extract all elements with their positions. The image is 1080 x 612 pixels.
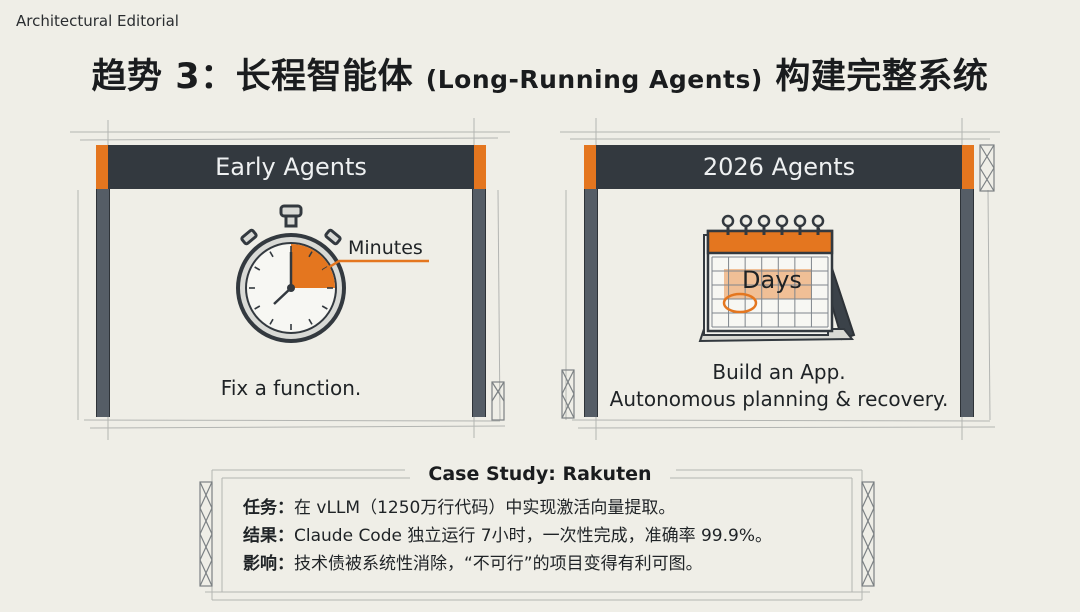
- case-line-result: 结果：Claude Code 独立运行 7小时，一次性完成，准确率 99.9%。: [243, 522, 772, 550]
- panel-early-agents: Early Agents Minutes Fix a function.: [96, 145, 486, 417]
- case-line-key: 影响：: [243, 554, 294, 574]
- case-study-body: 任务：在 vLLM（1250万行代码）中实现激活向量提取。 结果：Claude …: [243, 494, 772, 578]
- header-cap-left: [96, 145, 108, 189]
- header-cap-right: [474, 145, 486, 189]
- dial-tick: [269, 318, 274, 325]
- dial-tick: [308, 251, 313, 258]
- panel-post-right: [472, 189, 486, 417]
- minutes-leader-line: [322, 259, 429, 273]
- dial-tick: [269, 251, 274, 258]
- panel-post-left: [584, 189, 598, 417]
- case-study-title: Case Study: Rakuten: [410, 463, 670, 485]
- case-line-text: 在 vLLM（1250万行代码）中实现激活向量提取。: [294, 498, 676, 518]
- header-cap-right: [962, 145, 974, 189]
- calendar-icon: [698, 214, 856, 343]
- case-line-text: Claude Code 独立运行 7小时，一次性完成，准确率 99.9%。: [294, 526, 772, 546]
- days-label: Days: [742, 266, 802, 294]
- dial-tick: [308, 318, 313, 325]
- panel-header: 2026 Agents: [584, 145, 974, 189]
- minutes-label: Minutes: [348, 237, 423, 259]
- page-title: 趋势 3：长程智能体 (Long-Running Agents) 构建完整系统: [0, 48, 1080, 99]
- panel-header-label: 2026 Agents: [702, 153, 856, 181]
- title-suffix: 构建完整系统: [762, 57, 989, 97]
- case-line-key: 结果：: [243, 526, 294, 546]
- panel-caption: Fix a function.: [110, 375, 472, 402]
- caption-line: Fix a function.: [220, 376, 362, 400]
- dial-tick: [254, 266, 261, 271]
- caption-line: Build an App.: [712, 360, 846, 384]
- panel-caption: Build an App. Autonomous planning & reco…: [598, 359, 960, 413]
- case-line-task: 任务：在 vLLM（1250万行代码）中实现激活向量提取。: [243, 494, 772, 522]
- panel-post-right: [960, 189, 974, 417]
- dial-tick: [254, 305, 261, 310]
- elapsed-sector: [291, 244, 335, 288]
- panel-header-label: Early Agents: [215, 153, 367, 181]
- case-line-impact: 影响：技术债被系统性消除，“不可行”的项目变得有利可图。: [243, 550, 772, 578]
- panel-header: Early Agents: [96, 145, 486, 189]
- caption-line: Autonomous planning & recovery.: [609, 387, 949, 411]
- case-line-text: 技术债被系统性消除，“不可行”的项目变得有利可图。: [294, 554, 703, 574]
- stopwatch-icon: [236, 204, 346, 343]
- title-english: (Long-Running Agents): [425, 65, 763, 94]
- header-cap-left: [584, 145, 596, 189]
- dial-tick: [321, 305, 328, 310]
- panel-2026-agents: 2026 Agents Days Build an App. Autonomou…: [584, 145, 974, 417]
- panel-post-left: [96, 189, 110, 417]
- brand-label: Architectural Editorial: [16, 12, 179, 30]
- case-line-key: 任务：: [243, 498, 294, 518]
- title-prefix: 趋势 3：长程智能体: [91, 57, 426, 97]
